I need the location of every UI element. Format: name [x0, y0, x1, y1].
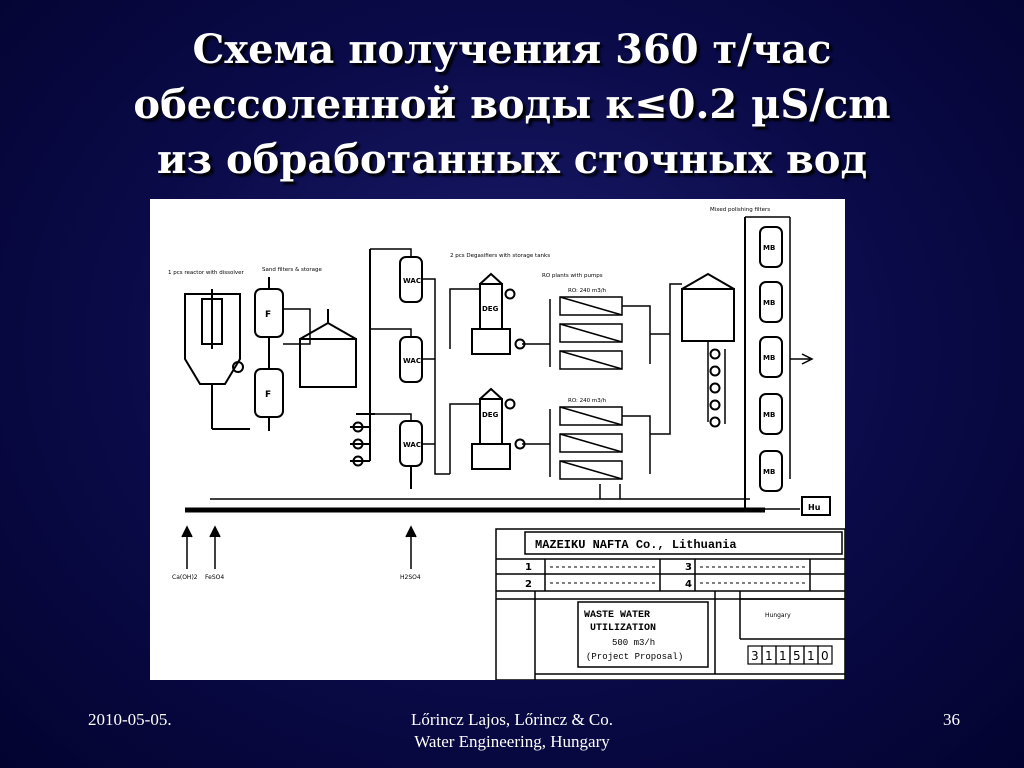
degasifier-1: [471, 272, 511, 355]
inlet-arrows: [181, 525, 417, 569]
tag-f2: F: [265, 390, 271, 400]
tag-wac-1: WAC: [403, 277, 421, 285]
drawing-digit-5: 1: [807, 649, 815, 663]
footer-credit-line-2: Water Engineering, Hungary: [414, 732, 610, 751]
degasifier-2: [471, 387, 511, 470]
tag-f1: F: [265, 310, 271, 320]
page-number: 36: [943, 710, 960, 729]
mb-filter-1: [759, 226, 783, 268]
pump-column-2: [707, 341, 726, 428]
rev-4: 4: [685, 579, 692, 590]
tag-mb-4: MB: [763, 411, 775, 419]
title-block-company: MAZEIKU NAFTA Co., Lithuania: [535, 538, 737, 552]
drawing-number: [747, 645, 833, 665]
tag-mb-3: MB: [763, 354, 775, 362]
sand-filter-1: [254, 277, 284, 338]
ro-bank-2: [522, 406, 651, 480]
tag-hu: Hu: [808, 503, 821, 512]
drawing-digit-1: 3: [751, 649, 759, 663]
pump-column: [350, 249, 371, 467]
drawing-digit-4: 5: [793, 649, 801, 663]
tag-wac-3: WAC: [403, 441, 421, 449]
tag-mb-5: MB: [763, 468, 775, 476]
sand-filter-2: [254, 337, 284, 418]
tag-deg-1: DEG: [482, 305, 499, 313]
title-line-3: из обработанных сточных вод: [156, 136, 868, 183]
title-line-1: Схема получения 360 т/час: [192, 26, 832, 73]
drawing-digit-2: 1: [765, 649, 773, 663]
engineer-name: Hungary: [765, 612, 791, 619]
inlet-label-3: H2SO4: [400, 574, 421, 581]
tag-mb-2: MB: [763, 299, 775, 307]
drawing-digit-3: 1: [779, 649, 787, 663]
hu-box: [801, 496, 831, 516]
project-line-1: WASTE WATER: [584, 610, 650, 621]
title-block: [495, 528, 845, 680]
rev-2: 2: [525, 579, 532, 590]
mb-filter-2: [759, 281, 783, 323]
label-mixed-filters: Mixed polishing filters: [710, 207, 770, 213]
footer-credit-line-1: Lőrincz Lajos, Lőrincz & Co.: [410, 710, 614, 729]
permeate-tank: [681, 272, 735, 342]
ro-flow-2: RO: 240 m3/h: [568, 398, 607, 404]
mb-filter-4: [759, 393, 783, 435]
mb-filter-3: [759, 336, 783, 378]
label-sand-filters: Sand filters & storage: [262, 267, 323, 273]
title-line-2: обессоленной воды к≤0.2 µS/cm: [133, 81, 891, 128]
project-line-2: UTILIZATION: [590, 623, 656, 634]
process-flow-diagram: Ca(OH)2 FeSO4 H2SO4 1 pcs reactor with d…: [150, 199, 845, 680]
project-line-4: (Project Proposal): [586, 652, 683, 662]
label-degasifiers: 2 pcs Degasifiers with storage tanks: [450, 253, 550, 259]
reactor: [184, 289, 250, 430]
label-reactor: 1 pcs reactor with dissolver: [168, 270, 245, 276]
label-ro: RO plants with pumps: [542, 273, 603, 279]
inlet-label-2: FeSO4: [205, 574, 224, 581]
storage-tank: [299, 321, 357, 388]
tag-mb-1: MB: [763, 244, 775, 252]
tag-wac-2: WAC: [403, 357, 421, 365]
tag-deg-2: DEG: [482, 411, 499, 419]
ro-bank-1: [522, 296, 651, 370]
footer-credit: Lőrincz Lajos, Lőrincz & Co. Water Engin…: [312, 709, 712, 753]
slide-title: Схема получения 360 т/час обессоленной в…: [60, 22, 964, 187]
mb-filter-5: [759, 450, 783, 492]
inlet-label-1: Ca(OH)2: [172, 574, 198, 581]
footer-date: 2010-05-05.: [88, 710, 172, 729]
drawing-digit-6: 0: [821, 649, 829, 663]
rev-1: 1: [525, 562, 532, 573]
project-line-3: 500 m3/h: [612, 638, 655, 648]
rev-3: 3: [685, 562, 692, 573]
ro-flow-1: RO: 240 m3/h: [568, 288, 607, 294]
